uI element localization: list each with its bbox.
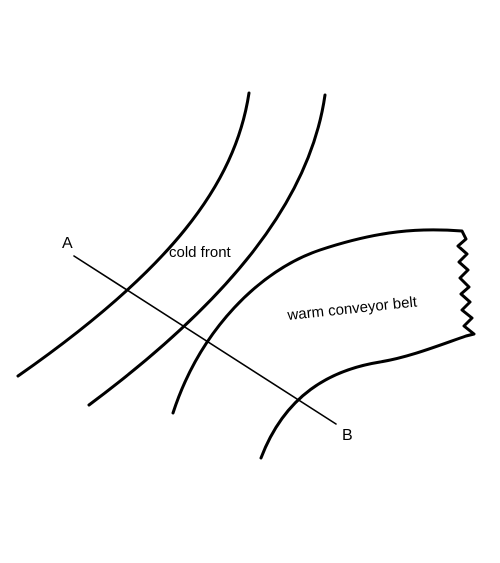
cross-section-line-a-b: [73, 255, 337, 425]
warm-conveyor-belt-label: warm conveyor belt: [286, 293, 419, 324]
warm-conveyor-belt-outline: [171, 228, 476, 460]
cold-front-right-boundary: [87, 93, 327, 407]
point-a-label: A: [62, 235, 73, 252]
cold-front-left-boundary: [16, 91, 251, 378]
cold-front-label: cold front: [169, 244, 232, 261]
point-b-label: B: [342, 427, 353, 444]
